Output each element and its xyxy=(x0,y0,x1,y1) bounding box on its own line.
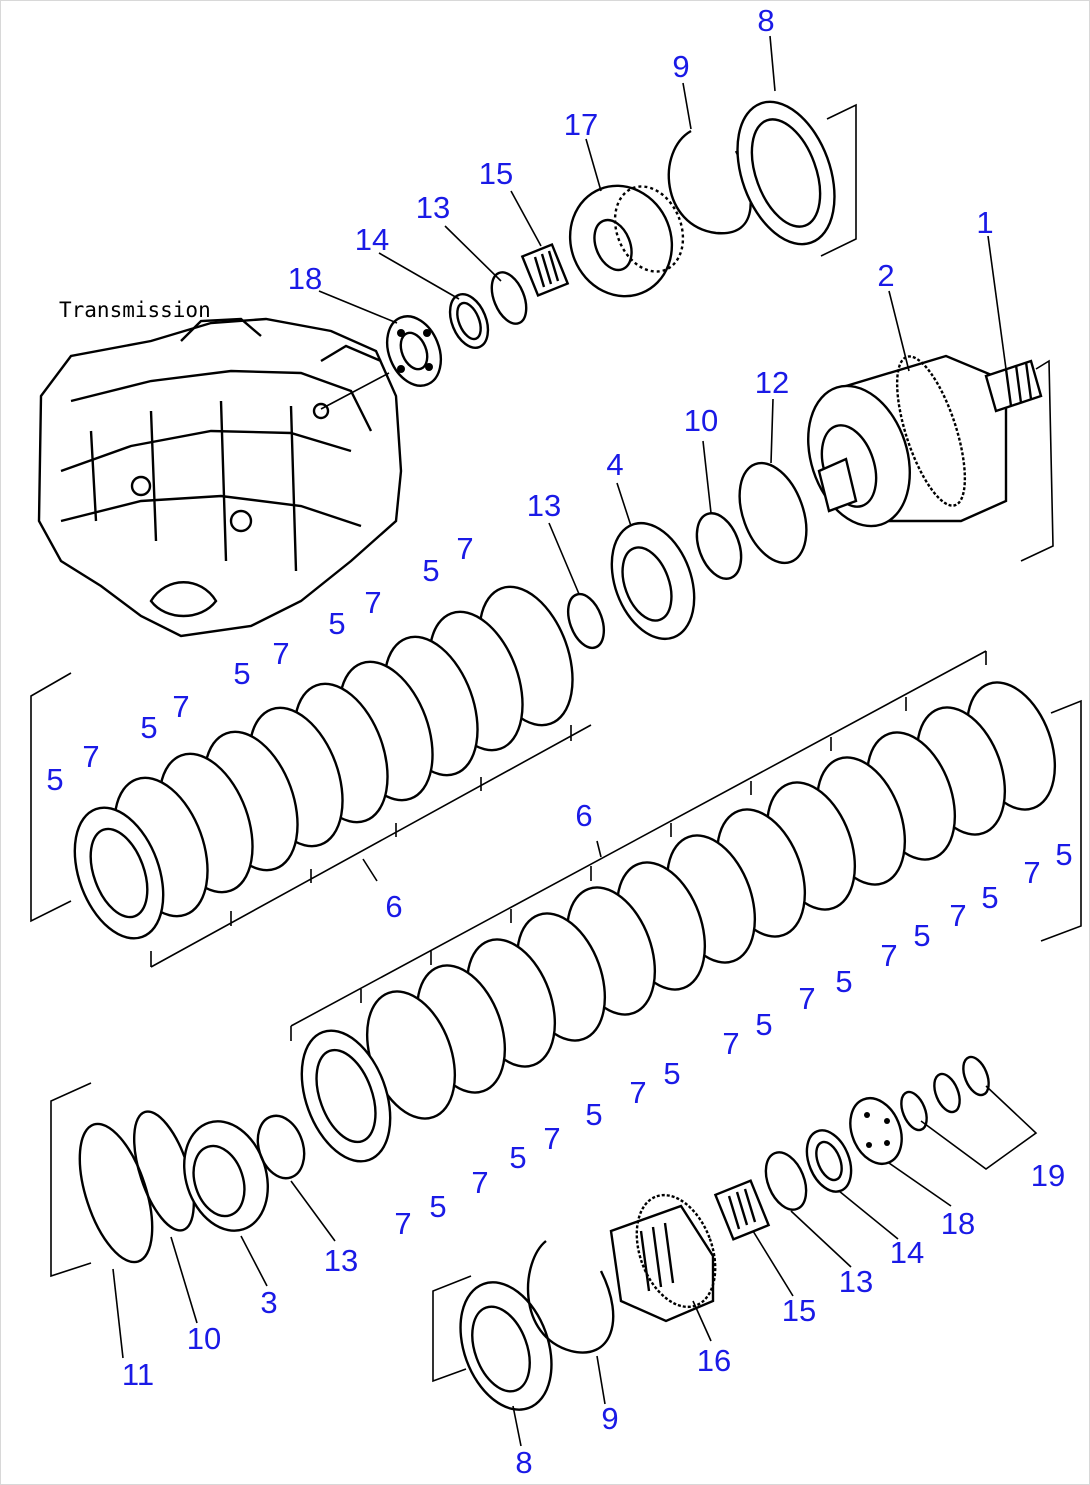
callout-14: 14 xyxy=(890,1235,924,1270)
callout-18: 18 xyxy=(941,1206,975,1241)
callout-7: 7 xyxy=(543,1121,560,1156)
callout-14: 14 xyxy=(355,222,389,257)
middle-parts xyxy=(566,461,808,650)
callout-7: 7 xyxy=(722,1026,739,1061)
callout-7: 7 xyxy=(1023,855,1040,890)
callout-8: 8 xyxy=(515,1445,532,1480)
lower-left-parts xyxy=(50,1082,306,1278)
callout-13: 13 xyxy=(527,488,561,523)
callout-5: 5 xyxy=(835,964,852,999)
callout-10: 10 xyxy=(684,403,718,438)
callout-9: 9 xyxy=(601,1401,618,1436)
callout-19: 19 xyxy=(1031,1158,1065,1193)
callout-5: 5 xyxy=(913,918,930,953)
shaft-assembly xyxy=(807,354,1054,562)
lower-right-parts xyxy=(432,1055,1038,1411)
callout-5: 5 xyxy=(233,656,250,691)
callout-7: 7 xyxy=(471,1165,488,1200)
callout-7: 7 xyxy=(82,739,99,774)
callout-5: 5 xyxy=(1055,837,1072,872)
callout-1: 1 xyxy=(976,205,993,240)
callout-13: 13 xyxy=(839,1264,873,1299)
callout-12: 12 xyxy=(755,365,789,400)
callout-8: 8 xyxy=(757,3,774,38)
callout-7: 7 xyxy=(949,898,966,933)
callout-3: 3 xyxy=(260,1285,277,1320)
callout-5: 5 xyxy=(663,1056,680,1091)
callout-16: 16 xyxy=(697,1343,731,1378)
callout-7: 7 xyxy=(798,981,815,1016)
callout-5: 5 xyxy=(981,880,998,915)
transmission-housing-drawing xyxy=(37,317,403,638)
callout-17: 17 xyxy=(564,107,598,142)
callout-9: 9 xyxy=(672,49,689,84)
callout-18: 18 xyxy=(288,261,322,296)
caption-transmission: Transmission xyxy=(59,298,211,322)
callout-7: 7 xyxy=(172,689,189,724)
callouts: 8 9 17 15 13 14 18 1 2 12 10 4 13 7 5 7 … xyxy=(46,3,1072,1480)
callout-5: 5 xyxy=(140,710,157,745)
callout-5: 5 xyxy=(328,606,345,641)
upper-train-parts xyxy=(320,100,857,410)
callout-6: 6 xyxy=(385,889,402,924)
callout-5: 5 xyxy=(585,1097,602,1132)
callout-7: 7 xyxy=(394,1206,411,1241)
callout-5: 5 xyxy=(429,1189,446,1224)
callout-5: 5 xyxy=(755,1007,772,1042)
callout-11: 11 xyxy=(122,1357,154,1392)
callout-10: 10 xyxy=(187,1321,221,1356)
callout-13: 13 xyxy=(324,1243,358,1278)
callout-13: 13 xyxy=(416,190,450,225)
callout-5: 5 xyxy=(509,1140,526,1175)
right-clutch-pack xyxy=(290,650,1082,1163)
callout-5: 5 xyxy=(46,762,63,797)
leader-lines xyxy=(112,35,1007,1447)
callout-2: 2 xyxy=(877,258,894,293)
callout-6: 6 xyxy=(575,798,592,833)
callout-5: 5 xyxy=(422,553,439,588)
callout-7: 7 xyxy=(629,1075,646,1110)
callout-7: 7 xyxy=(880,938,897,973)
callout-7: 7 xyxy=(364,585,381,620)
callout-15: 15 xyxy=(782,1293,816,1328)
callout-4: 4 xyxy=(606,447,623,482)
left-clutch-pack xyxy=(30,585,592,968)
callout-15: 15 xyxy=(479,156,513,191)
callout-7: 7 xyxy=(272,636,289,671)
callout-7: 7 xyxy=(456,531,473,566)
